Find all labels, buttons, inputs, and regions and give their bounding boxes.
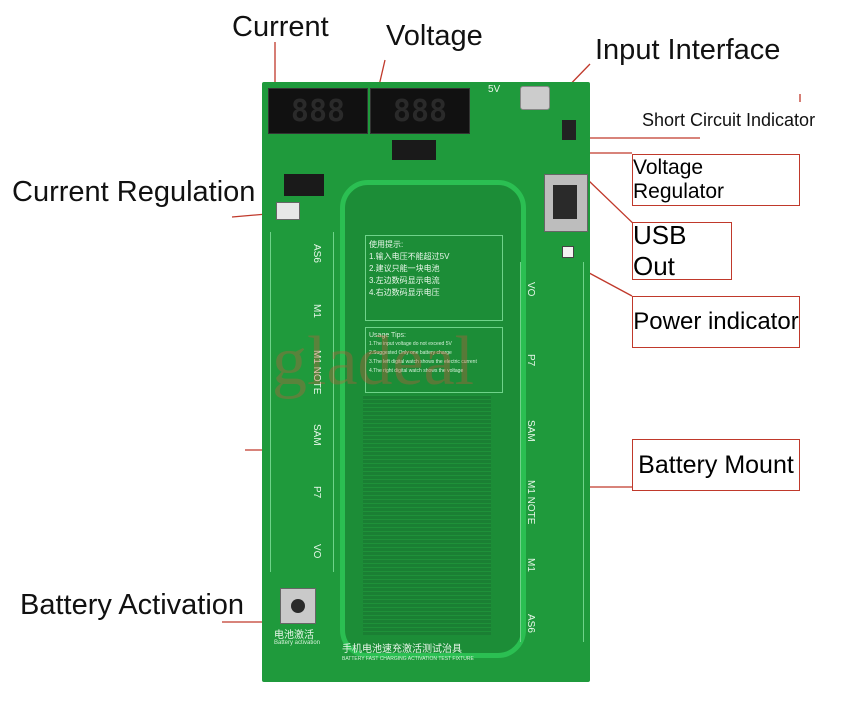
- battery-activation-button[interactable]: [280, 588, 316, 624]
- left-model-2: M1: [311, 304, 322, 318]
- current-display: 888: [268, 88, 368, 134]
- left-model-5: P7: [311, 486, 322, 499]
- micro-usb-port[interactable]: [520, 86, 550, 110]
- callout-power-indicator: Power indicator: [632, 296, 800, 348]
- tips-cn-line-1: 1.输入电压不能超过5V: [369, 252, 450, 261]
- power-indicator-led: [562, 246, 574, 258]
- input-5v-label: 5V: [488, 84, 501, 95]
- label-battery-mount: Battery Mount: [638, 450, 794, 479]
- button-cn-label: 电池激活: [274, 630, 314, 641]
- bottom-en-title: BATTERY FAST CHARGING ACTIVATION TEST FI…: [342, 656, 474, 662]
- right-model-1: VO: [525, 282, 536, 297]
- label-usb-out: USB Out: [633, 220, 687, 281]
- current-regulation-pot[interactable]: [276, 202, 300, 220]
- callout-usb-out: USB Out: [632, 220, 732, 281]
- label-current-regulation: Current Regulation: [12, 176, 256, 208]
- label-voltage: Voltage: [386, 20, 483, 52]
- tips-en-line-4: 4.The right digital watch shows the volt…: [369, 368, 464, 374]
- tips-cn-line-2: 2.建议只能一块电池: [369, 264, 440, 273]
- left-model-1: AS6: [311, 244, 322, 263]
- left-model-3: M1 NOTE: [311, 350, 322, 395]
- usb-out-port[interactable]: [544, 174, 588, 232]
- tips-en-line-1: 1.The input voltage do not exceed 5V: [369, 341, 452, 347]
- leader-usb-out: [587, 179, 641, 231]
- charging-pad: [363, 395, 491, 635]
- label-short-circuit-indicator: Short Circuit Indicator: [642, 110, 816, 130]
- battery-mount-area: 使用提示: 1.输入电压不能超过5V 2.建议只能一块电池 3.左边数码显示电流…: [340, 180, 526, 658]
- tips-en-line-2: 2.Suggested Only one battery charge: [369, 350, 452, 356]
- watermark: gladeal: [272, 323, 475, 400]
- callout-battery-mount: Battery Mount: [632, 439, 800, 491]
- tips-en-title: Usage Tips:: [369, 332, 406, 339]
- callout-voltage-regulator: Voltage Regulator: [632, 154, 800, 206]
- right-model-3: SAM: [525, 420, 536, 442]
- right-model-4: M1 NOTE: [525, 480, 536, 525]
- label-battery-activation: Battery Activation: [20, 589, 245, 621]
- tips-en-line-3: 3.The left digital watch shows the elect…: [369, 359, 477, 365]
- right-contact-strip: VO P7 SAM M1 NOTE M1 AS6: [520, 262, 584, 642]
- button-en-label: Battery activation: [274, 640, 321, 646]
- right-model-2: P7: [525, 354, 536, 367]
- label-power-indicator: Power indicator: [633, 308, 799, 335]
- tips-en-panel: Usage Tips: 1.The input voltage do not e…: [365, 327, 503, 393]
- right-model-5: M1: [525, 558, 536, 572]
- label-input-interface: Input Interface: [595, 34, 781, 66]
- left-model-6: VO: [311, 544, 322, 559]
- tips-cn-title: 使用提示:: [369, 240, 404, 249]
- left-contact-strip: AS6 M1 M1 NOTE SAM P7 VO: [270, 232, 334, 572]
- left-model-4: SAM: [311, 424, 322, 446]
- label-current: Current: [232, 11, 329, 43]
- ic-chip: [392, 140, 436, 160]
- short-circuit-led: [562, 120, 576, 140]
- right-model-6: AS6: [525, 614, 536, 633]
- pcb-board: 888 888 5V 使用提示: 1.输入电压不能超过5V 2.建议只能一块电池…: [262, 82, 590, 682]
- tips-cn-panel: 使用提示: 1.输入电压不能超过5V 2.建议只能一块电池 3.左边数码显示电流…: [365, 235, 503, 321]
- ic-chip-left: [284, 174, 324, 196]
- bottom-cn-title: 手机电池速充激活测试治具: [342, 644, 462, 655]
- voltage-display: 888: [370, 88, 470, 134]
- tips-cn-line-3: 3.左边数码显示电流: [369, 276, 440, 285]
- label-voltage-regulator: Voltage Regulator: [633, 156, 725, 203]
- tips-cn-line-4: 4.右边数码显示电压: [369, 288, 440, 297]
